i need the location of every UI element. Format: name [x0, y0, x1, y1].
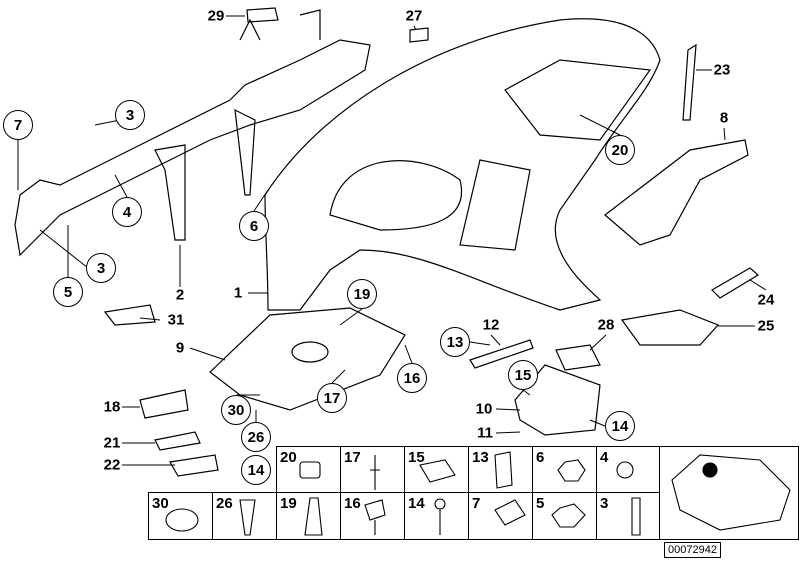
fastener-cell: 5	[532, 492, 597, 540]
trim-strip-23	[682, 43, 697, 121]
label-11: 11	[477, 424, 493, 442]
label-8: 8	[719, 109, 729, 127]
fastener-cell: 7	[468, 492, 533, 540]
callout-16: 16	[397, 363, 427, 393]
callout-20: 20	[605, 135, 635, 165]
fastener-cell: 26	[212, 492, 277, 540]
lower-panel-opening	[291, 341, 329, 363]
fastener-cell: 6	[532, 446, 597, 493]
label-10: 10	[475, 400, 493, 418]
label-28: 28	[597, 316, 615, 334]
trim-strip-24	[711, 267, 760, 299]
fastener-cell: 19	[276, 492, 341, 540]
callout-6: 6	[239, 211, 269, 241]
pad-28	[555, 344, 601, 371]
fastener-cell: 4	[596, 446, 660, 493]
label-1: 1	[233, 284, 243, 302]
air-duct	[604, 139, 749, 246]
callout-19: 19	[347, 279, 377, 309]
fastener-cell: 20	[276, 446, 341, 493]
instrument-panel-carrier	[14, 9, 371, 257]
callout-7: 7	[3, 110, 33, 140]
callout-13: 13	[440, 327, 470, 357]
callout-15: 15	[508, 360, 538, 390]
label-12: 12	[482, 316, 500, 334]
storage-25	[620, 309, 720, 346]
car-locator-cell	[659, 446, 799, 540]
drawing-number: 00072942	[664, 542, 721, 558]
label-22: 22	[103, 456, 121, 474]
callout-26: 26	[241, 422, 271, 452]
callout-5: 5	[53, 277, 83, 307]
fastener-cell: 30	[148, 492, 213, 540]
label-2: 2	[175, 286, 185, 304]
callout-14: 14	[241, 455, 271, 485]
callout-3: 3	[115, 100, 145, 130]
leader-lines	[17, 15, 767, 466]
fastener-cell: 13	[468, 446, 533, 493]
lower-panel-9	[209, 307, 406, 411]
label-9: 9	[175, 339, 185, 357]
callout-3-lower: 3	[86, 253, 116, 283]
label-27: 27	[405, 7, 423, 25]
callout-17: 17	[317, 383, 347, 413]
bracket-22	[169, 454, 219, 477]
fastener-cell: 16	[340, 492, 405, 540]
pad-29	[246, 7, 279, 23]
fastener-cell: 17	[340, 446, 405, 493]
label-31: 31	[167, 311, 185, 329]
clip-27	[409, 27, 429, 43]
label-24: 24	[757, 291, 775, 309]
clip-21	[154, 431, 201, 451]
label-21: 21	[103, 434, 121, 452]
callout-4: 4	[112, 197, 142, 227]
bracket-31	[103, 304, 156, 326]
label-23: 23	[713, 61, 731, 79]
dashboard-trim	[264, 18, 661, 311]
cover-18	[139, 389, 189, 419]
callout-30: 30	[221, 395, 251, 425]
label-29: 29	[207, 7, 225, 25]
rail-12	[469, 339, 534, 369]
fastener-cell: 15	[404, 446, 469, 493]
label-18: 18	[103, 398, 121, 416]
callout-14-right: 14	[605, 411, 635, 441]
fastener-cell: 14	[404, 492, 469, 540]
label-25: 25	[757, 317, 775, 335]
fastener-cell: 3	[596, 492, 660, 540]
glovebox-10	[514, 364, 601, 436]
